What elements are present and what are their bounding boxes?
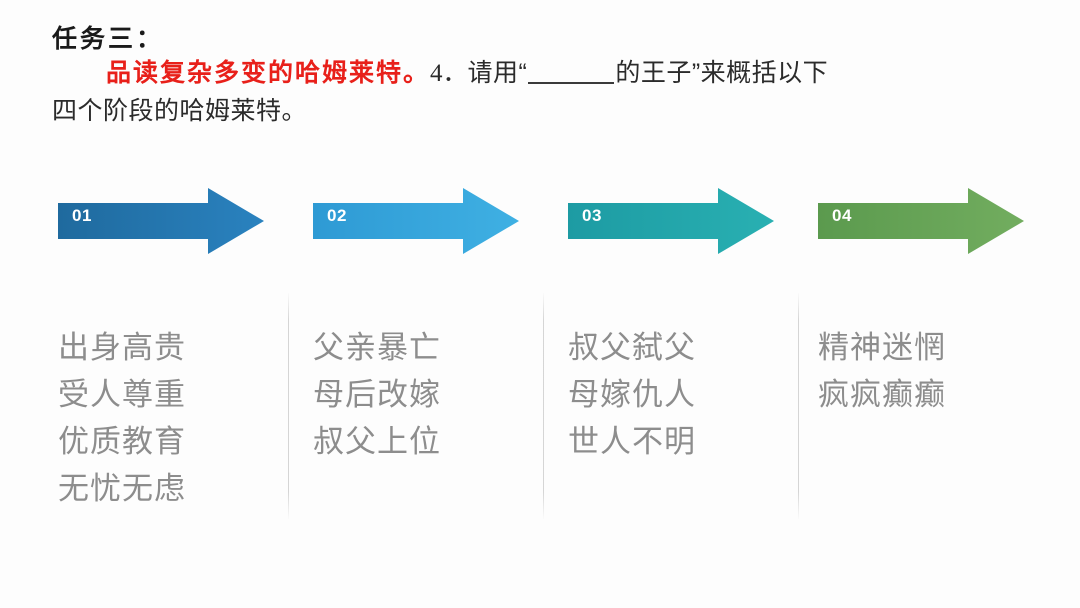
page-title: 任务三：	[52, 25, 165, 53]
stage-line: 母嫁仇人	[568, 377, 696, 412]
stage-line: 受人尊重	[58, 377, 186, 412]
arrow-right-icon	[313, 188, 519, 254]
stage-line: 出身高贵	[58, 330, 186, 365]
stage-number-03: 03	[582, 206, 602, 225]
stage-column-01: 出身高贵 受人尊重 优质教育 无忧无虑	[58, 324, 298, 512]
stage-line: 优质教育	[58, 424, 186, 459]
stage-number-02: 02	[327, 206, 347, 225]
column-divider	[798, 293, 799, 519]
prompt-question: 品读复杂多变的哈姆莱特。4．请用“ 的王子”来概括以下	[52, 55, 1032, 92]
stage-column-04: 精神迷惘 疯疯癫癫	[818, 324, 1058, 418]
column-divider	[543, 293, 544, 519]
stage-line: 叔父上位	[313, 424, 441, 459]
stage-arrow-01: 01	[58, 180, 268, 262]
arrow-right-icon	[58, 188, 264, 254]
stage-line: 叔父弑父	[568, 330, 696, 365]
stage-number-04: 04	[832, 206, 852, 225]
stage-arrow-04: 04	[818, 180, 1028, 262]
stage-column-03: 叔父弑父 母嫁仇人 世人不明	[568, 324, 808, 465]
arrow-right-icon	[568, 188, 774, 254]
stage-line: 精神迷惘	[818, 330, 946, 365]
question-number: 4．	[430, 60, 468, 88]
column-divider	[288, 293, 289, 519]
stage-line: 母后改嫁	[313, 377, 441, 412]
stage-arrow-03: 03	[568, 180, 778, 262]
stage-arrow-row: 01 02 03	[0, 180, 1080, 262]
question-text-after-blank: 的王子”来概括以下	[615, 59, 829, 88]
prompt-red-text: 品读复杂多变的哈姆莱特。	[106, 59, 431, 88]
stage-description-columns: 出身高贵 受人尊重 优质教育 无忧无虑 父亲暴亡 母后改嫁 叔父上位 叔父弑父 …	[0, 324, 1080, 544]
question-text-before-blank: 请用“	[467, 59, 528, 88]
stage-column-02: 父亲暴亡 母后改嫁 叔父上位	[313, 324, 553, 465]
stage-line: 世人不明	[568, 424, 696, 459]
stage-line: 父亲暴亡	[313, 330, 441, 365]
prompt-question-line2: 四个阶段的哈姆莱特。	[52, 96, 308, 125]
stage-line: 无忧无虑	[58, 471, 186, 506]
prompt-block: 任务三： 品读复杂多变的哈姆莱特。4．请用“ 的王子”来概括以下 四个阶段的哈姆莱…	[52, 24, 1032, 129]
fill-in-blank	[528, 64, 615, 85]
stage-line: 疯疯癫癫	[818, 377, 946, 412]
stage-arrow-02: 02	[313, 180, 523, 262]
arrow-right-icon	[818, 188, 1024, 254]
stage-number-01: 01	[72, 206, 92, 225]
